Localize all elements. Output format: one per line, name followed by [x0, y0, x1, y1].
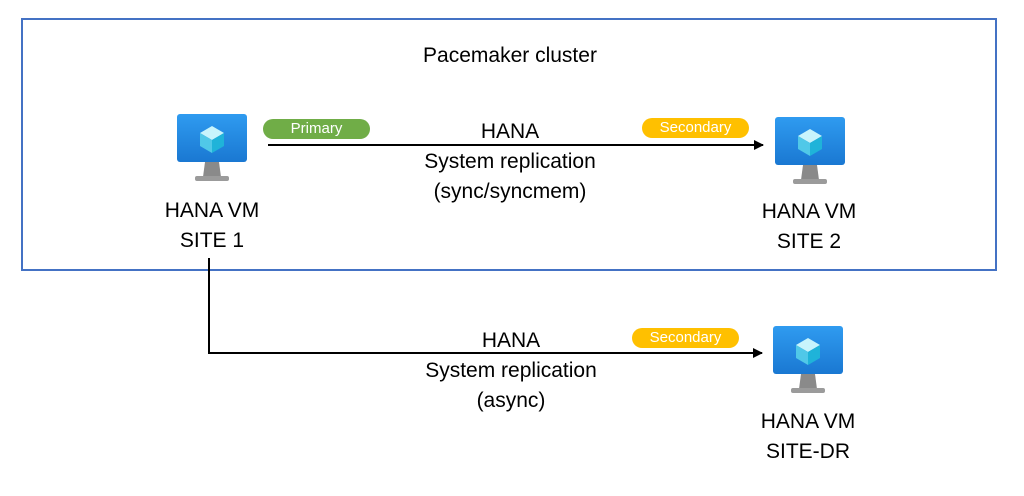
cluster-title: Pacemaker cluster: [423, 44, 597, 67]
vm-site-dr-icon: [771, 325, 845, 397]
azure-vm-icon: [177, 114, 247, 181]
primary-badge: Primary: [263, 119, 370, 139]
secondary-badge-site2: Secondary: [642, 118, 749, 138]
sync-replication-label-line1: HANA: [480, 120, 540, 143]
secondary-badge-site-dr: Secondary: [632, 328, 739, 348]
async-replication-label-line1: HANA: [481, 329, 541, 352]
vm-site-dr-label-line1: HANA VM: [760, 410, 856, 433]
sync-replication-label-line2: System replication: [424, 150, 596, 173]
async-replication-label-line2: System replication: [425, 359, 597, 382]
azure-vm-icon: [775, 117, 845, 184]
vm-site1-label-line1: HANA VM: [164, 199, 260, 222]
vm-site2-label-line1: HANA VM: [761, 200, 857, 223]
async-replication-label-line3: (async): [476, 389, 546, 412]
vm-site1-label-line2: SITE 1: [179, 229, 245, 252]
vm-site-dr-label-line2: SITE-DR: [766, 440, 850, 463]
pacemaker-cluster-boundary: [21, 18, 997, 271]
vm-site2-label-line2: SITE 2: [776, 230, 842, 253]
async-replication-arrow: [208, 258, 763, 358]
sync-replication-label-line3: (sync/syncmem): [433, 180, 587, 203]
azure-vm-icon: [773, 326, 843, 393]
vm-site1-icon: [175, 113, 249, 185]
vm-site2-icon: [773, 116, 847, 188]
